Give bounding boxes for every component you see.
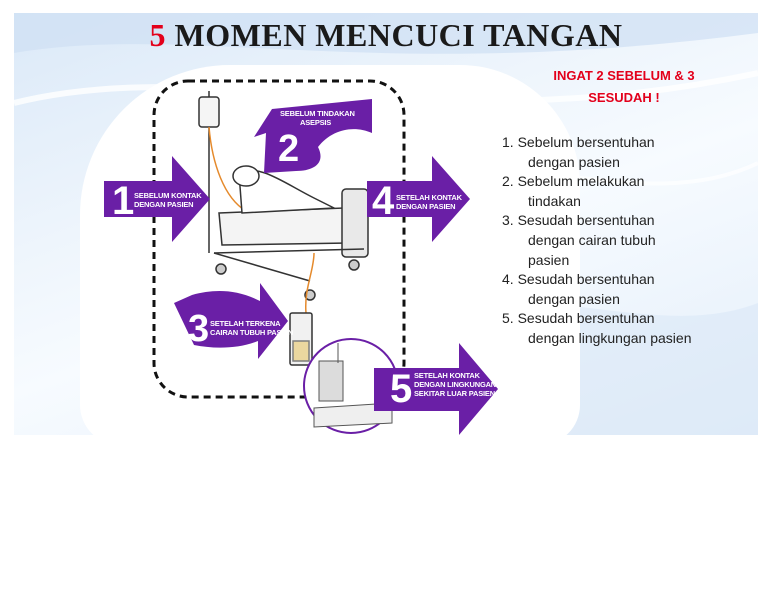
list-item: 4. Sesudah bersentuhan dengan pasien (502, 271, 655, 307)
drainage-bag-illustration (289, 312, 313, 366)
reminder-line2: SESUDAH ! (588, 90, 660, 105)
arrow-1-line1: SEBELUM KONTAK (134, 191, 202, 200)
arrow-1-shape (104, 156, 210, 242)
bed-illustration (213, 165, 369, 314)
arrow-1-label: SEBELUM KONTAK DENGAN PASIEN (134, 191, 202, 209)
arrow-3-line2: CAIRAN TUBUH PASIEN (210, 328, 294, 337)
arrow-5-line3: SEKITAR LUAR PASIEN (414, 389, 495, 398)
list-item: 3. Sesudah bersentuhan dengan cairan tub… (502, 212, 656, 268)
reminder-line1: INGAT 2 SEBELUM & 3 (553, 68, 695, 83)
arrow-1-line2: DENGAN PASIEN (134, 200, 194, 209)
title-text: MOMEN MENCUCI TANGAN (174, 17, 623, 53)
page-title: 5 MOMEN MENCUCI TANGAN (14, 17, 758, 54)
arrow-2-shape (254, 99, 372, 173)
reminder-heading: INGAT 2 SEBELUM & 3 SESUDAH ! (499, 65, 749, 109)
arrow-4-line2: DENGAN PASIEN (396, 202, 456, 211)
arrow-5-line1: SETELAH KONTAK (414, 371, 480, 380)
arrow-2-line1: SEBELUM TINDAKAN (280, 109, 355, 118)
arrow-3-line1: SETELAH TERKENA (210, 319, 281, 328)
hand-hygiene-diagram (104, 79, 498, 435)
arrow-1-number: 1 (112, 179, 135, 223)
arrow-2-number: 2 (278, 128, 300, 170)
arrow-4-number: 4 (372, 179, 395, 223)
arrow-4-label: SETELAH KONTAK DENGAN PASIEN (396, 193, 462, 211)
arrow-5-shape (374, 343, 498, 435)
slide: 5 MOMEN MENCUCI TANGAN (14, 13, 758, 435)
patient-zone-border (152, 79, 406, 399)
list-item: 2. Sebelum melakukan tindakan (502, 173, 645, 209)
list-item: 5. Sesudah bersentuhan dengan lingkungan… (502, 310, 692, 346)
arrow-2-line2: ASEPSIS (300, 118, 332, 127)
arrow-5-number: 5 (390, 367, 413, 411)
list-item: 1. Sebelum bersentuhan dengan pasien (502, 134, 655, 170)
moments-list: 1. Sebelum bersentuhan dengan pasien 2. … (502, 133, 752, 349)
iv-stand-illustration (198, 91, 247, 253)
arrow-5-line2: DENGAN LINGKUNGAN (414, 380, 497, 389)
arrow-3-label: SETELAH TERKENA CAIRAN TUBUH PASIEN (210, 319, 293, 337)
arrow-4-shape (367, 156, 470, 242)
arrow-3-shape (174, 283, 288, 359)
arrow-2-label: SEBELUM TINDAKAN ASEPSIS (280, 109, 355, 127)
arrow-3-number: 3 (188, 308, 210, 350)
arrow-5-label: SETELAH KONTAK DENGAN LINGKUNGAN SEKITAR… (414, 371, 496, 398)
title-number: 5 (149, 17, 167, 53)
arrow-4-line1: SETELAH KONTAK (396, 193, 462, 202)
